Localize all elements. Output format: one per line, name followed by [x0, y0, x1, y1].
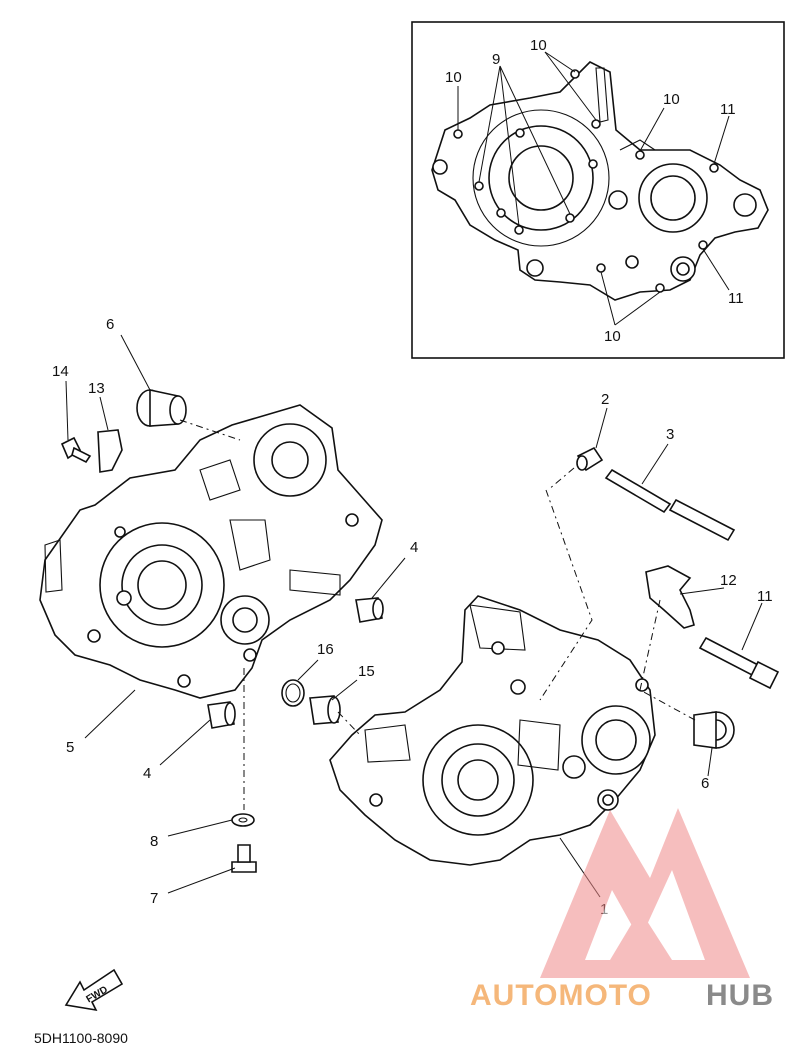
dowel-part-4-lower: [207, 701, 236, 729]
watermark-text: AUTOMOTO HUB: [470, 979, 774, 1012]
callout-10-d: 10: [604, 328, 621, 345]
watermark-logo: [540, 808, 750, 978]
svg-text:AUTOMOTO: AUTOMOTO: [470, 979, 652, 1012]
inset-bolt-holes: [453, 69, 719, 293]
callout-7: 7: [150, 890, 158, 907]
callout-4-lower: 4: [143, 765, 151, 782]
svg-text:HUB: HUB: [706, 979, 774, 1012]
diagram-code: 5DH1100-8090: [34, 1030, 128, 1046]
callout-2: 2: [601, 391, 609, 408]
callout-14: 14: [52, 363, 69, 380]
callout-10-c: 10: [663, 91, 680, 108]
bolt-part-11: [698, 636, 780, 690]
callout-10-a: 10: [445, 69, 462, 86]
bolt-part-14: [60, 436, 92, 464]
bracket-part-12: [645, 565, 695, 629]
forward-arrow-icon: FWD: [64, 968, 124, 1012]
assembly-guide-lines: [179, 419, 696, 810]
oil-seal-part-6-left: [136, 389, 187, 427]
callout-11-c: 11: [757, 588, 773, 605]
callout-11-a: 11: [720, 101, 736, 118]
o-ring-part-16: [281, 679, 305, 707]
callout-9: 9: [492, 51, 500, 68]
callout-3: 3: [666, 426, 674, 443]
nipple-part-2: [576, 446, 604, 472]
washer-part-8: [231, 813, 255, 827]
callout-8: 8: [150, 833, 158, 850]
callout-6-right: 6: [701, 775, 709, 792]
inset-detail-view: 10 9 10 10 11 11 10: [411, 21, 785, 359]
pipe-part-3: [604, 468, 736, 542]
callout-11-b: 11: [728, 290, 744, 307]
inset-leader-lines: [457, 51, 730, 326]
callout-16: 16: [317, 641, 334, 658]
crankcase-right-part-1: [329, 595, 656, 866]
callout-4-upper: 4: [410, 539, 418, 556]
drain-bolt-part-7: [231, 844, 257, 873]
dowel-part-4-upper: [355, 597, 384, 623]
oil-seal-part-6-right: [693, 711, 735, 749]
bracket-part-13: [97, 429, 123, 473]
leader-lines: [65, 334, 763, 898]
crankcase-left-part-5: [39, 404, 383, 699]
callout-10-b: 10: [530, 37, 547, 54]
collar-part-15: [309, 695, 341, 725]
callout-6-left: 6: [106, 316, 114, 333]
callout-12: 12: [720, 572, 737, 589]
callout-13: 13: [88, 380, 105, 397]
callout-15: 15: [358, 663, 375, 680]
callout-5: 5: [66, 739, 74, 756]
